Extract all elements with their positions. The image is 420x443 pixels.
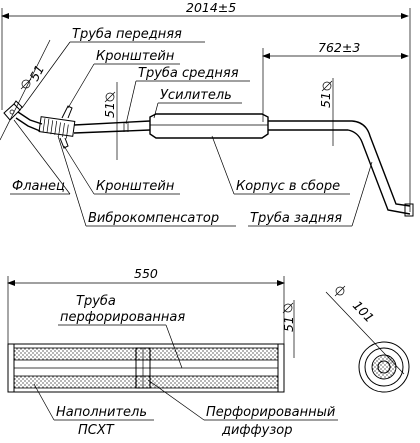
label-mid-pipe: Труба средняя (138, 66, 239, 81)
label-bracket-bottom: Кронштейн (96, 179, 175, 194)
muffler-section-shape (7, 343, 285, 393)
rear-pipe-end (404, 203, 414, 217)
front-diameter-label: 51 (26, 62, 47, 83)
diameter-front-pipe: 51 (0, 39, 51, 141)
mid-pipe-lower (73, 129, 151, 134)
diameter-section: 51 (281, 300, 296, 358)
dimension-rear-length: 762±3 (262, 40, 409, 122)
dimension-total-length: 2014±5 (1, 0, 411, 212)
muffler-body-shape (149, 113, 269, 139)
section-diameter-label: 51 (281, 316, 296, 332)
bracket-top-shape (61, 105, 73, 119)
rear-pipe-lower (268, 129, 411, 215)
end-view-shape (358, 341, 410, 393)
label-perf-pipe-line2: перфорированная (60, 310, 185, 325)
mid-pipe-upper (73, 120, 151, 126)
flange-shape (3, 100, 23, 121)
diameter-rear-pipe: 51 (318, 78, 334, 146)
label-filler-line2: ПСХТ (78, 423, 115, 438)
dimension-section-length: 550 (7, 266, 285, 345)
total-length-label: 2014±5 (186, 0, 236, 15)
bracket-bottom-shape (59, 137, 69, 149)
diameter-mid-pipe: 51 (102, 82, 118, 160)
label-filler-line1: Наполнитель (56, 405, 147, 420)
rear-length-label: 762±3 (318, 40, 360, 55)
label-front-pipe: Труба передняя (72, 27, 182, 42)
rear-pipe-upper (268, 120, 411, 207)
label-housing-assembly: Корпус в сборе (236, 179, 340, 194)
label-perf-pipe-line1: Труба (76, 294, 116, 309)
label-flange: Фланец (12, 179, 65, 194)
label-reinforcement: Усилитель (160, 88, 232, 103)
front-pipe-upper (17, 111, 43, 125)
section-length-label: 550 (134, 266, 158, 281)
mid-diameter-label: 51 (102, 102, 117, 118)
label-vibration-compensator: Виброкомпенсатор (88, 211, 219, 226)
label-perf-diffuser-line1: Перфорированный (206, 405, 335, 420)
label-rear-pipe: Труба задняя (250, 211, 342, 226)
rear-diameter-label: 51 (318, 92, 333, 108)
front-pipe-lower (15, 117, 41, 132)
label-bracket-top: Кронштейн (96, 49, 175, 64)
label-perf-diffuser-line2: диффузор (221, 423, 292, 438)
vibration-compensator-shape (38, 116, 76, 139)
